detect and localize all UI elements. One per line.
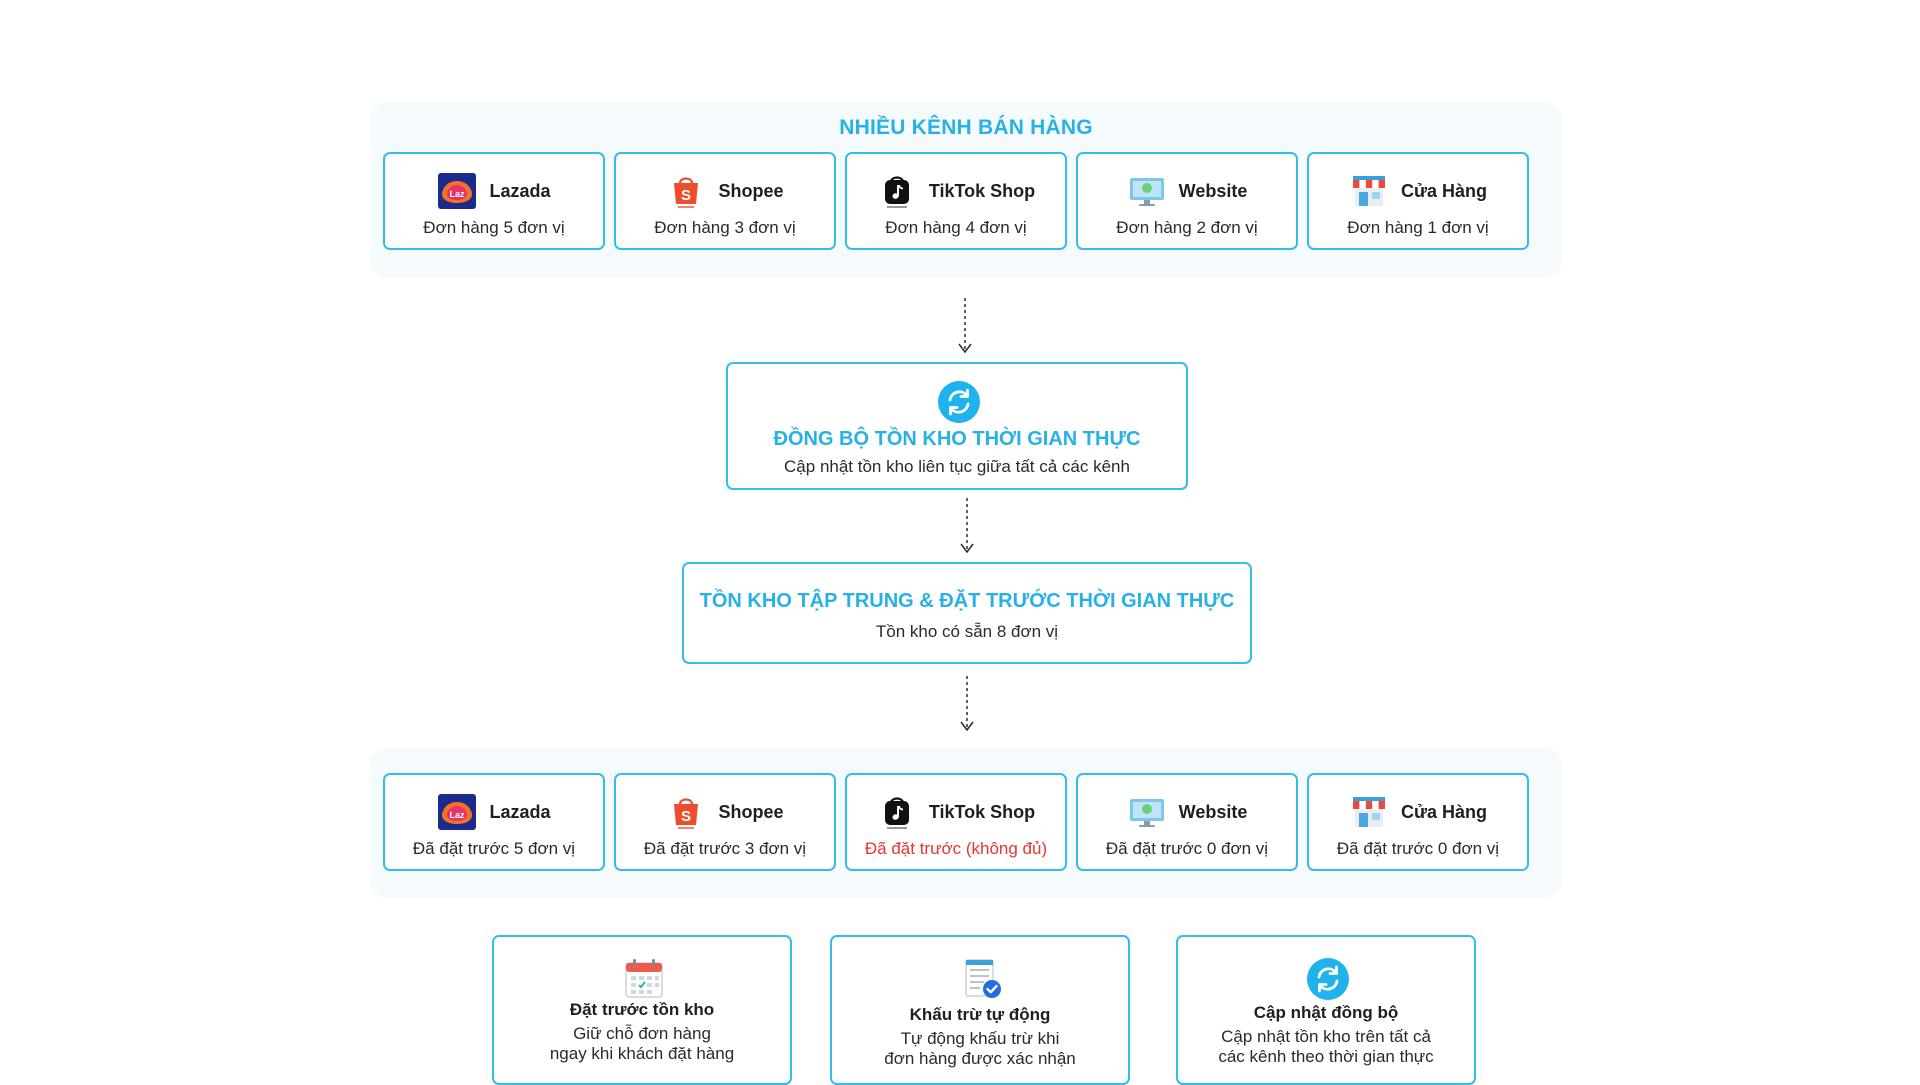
channel-name: Lazada: [489, 801, 551, 822]
feature-title: Cập nhật đồng bộ: [1253, 1003, 1399, 1022]
flow-arrow-down: [957, 676, 977, 736]
channel-card-shopee: Shopee Đã đặt trước 3 đơn vị: [614, 773, 836, 871]
calendar-icon: [622, 957, 666, 1001]
channel-reservation: Đã đặt trước 5 đơn vị: [412, 839, 576, 858]
checklist-icon: [960, 957, 1004, 1001]
channel-card-website: Website Đơn hàng 2 đơn vị: [1076, 152, 1298, 250]
channel-name: Website: [1178, 801, 1248, 822]
storefront-icon: [1349, 172, 1389, 210]
channel-name: Shopee: [718, 801, 784, 822]
channel-card-tiktok-shop: TikTok Shop Đơn hàng 4 đơn vị: [845, 152, 1067, 250]
flow-arrow-down: [957, 498, 977, 558]
shopee-logo-icon: [666, 172, 706, 210]
channel-card-store: Cửa Hàng Đơn hàng 1 đơn vị: [1307, 152, 1529, 250]
central-title: TỒN KHO TẬP TRUNG & ĐẶT TRƯỚC THỜI GIAN …: [699, 590, 1235, 612]
feature-auto-deduction: Khấu trừ tự động Tự động khấu trừ khi đơ…: [830, 935, 1130, 1085]
sync-title: ĐỒNG BỘ TỒN KHO THỜI GIAN THỰC: [773, 428, 1141, 450]
feature-inventory-reservation: Đặt trước tồn kho Giữ chỗ đơn hàng ngay …: [492, 935, 792, 1085]
sales-channels-panel: NHIỀU KÊNH BÁN HÀNG Lazada Đơn hàng 5 đơ…: [370, 102, 1562, 278]
realtime-sync-box: ĐỒNG BỘ TỒN KHO THỜI GIAN THỰC Cập nhật …: [726, 362, 1188, 490]
feature-title: Khấu trừ tự động: [909, 1005, 1051, 1024]
channel-row: Lazada Đơn hàng 5 đơn vị Shopee Đơn hàng…: [383, 152, 1529, 250]
channel-card-shopee: Shopee Đơn hàng 3 đơn vị: [614, 152, 836, 250]
channel-card-lazada: Lazada Đơn hàng 5 đơn vị: [383, 152, 605, 250]
reservations-panel: Lazada Đã đặt trước 5 đơn vị Shopee Đã đ…: [370, 748, 1562, 898]
channel-orders: Đơn hàng 1 đơn vị: [1347, 218, 1489, 237]
flow-arrow-down: [955, 298, 975, 358]
channel-name: Cửa Hàng: [1400, 180, 1488, 201]
feature-description: Giữ chỗ đơn hàng ngay khi khách đặt hàng: [549, 1024, 735, 1063]
channel-name: Lazada: [489, 180, 551, 201]
channel-name: TikTok Shop: [928, 801, 1036, 822]
channel-name: Shopee: [718, 180, 784, 201]
central-subtitle: Tồn kho có sẵn 8 đơn vị: [875, 622, 1059, 641]
feature-sync-update: Cập nhật đồng bộ Cập nhật tồn kho trên t…: [1176, 935, 1476, 1085]
tiktok-logo-icon: [877, 172, 917, 210]
channel-card-store: Cửa Hàng Đã đặt trước 0 đơn vị: [1307, 773, 1529, 871]
channel-reservation: Đã đặt trước 3 đơn vị: [643, 839, 807, 858]
channel-card-website: Website Đã đặt trước 0 đơn vị: [1076, 773, 1298, 871]
channel-orders: Đơn hàng 3 đơn vị: [654, 218, 796, 237]
sync-subtitle: Cập nhật tồn kho liên tục giữa tất cả cá…: [784, 457, 1130, 476]
feature-title: Đặt trước tồn kho: [569, 1000, 715, 1019]
central-inventory-box: TỒN KHO TẬP TRUNG & ĐẶT TRƯỚC THỜI GIAN …: [682, 562, 1252, 664]
channel-reservation: Đã đặt trước 0 đơn vị: [1105, 839, 1269, 858]
shopee-logo-icon: [666, 793, 706, 831]
monitor-icon: [1127, 793, 1167, 831]
channel-reservation: Đã đặt trước 0 đơn vị: [1336, 839, 1500, 858]
lazada-logo-icon: [437, 793, 477, 831]
refresh-icon: [1306, 957, 1350, 1001]
refresh-icon: [937, 380, 981, 424]
lazada-logo-icon: [437, 172, 477, 210]
channel-row: Lazada Đã đặt trước 5 đơn vị Shopee Đã đ…: [383, 773, 1529, 871]
panel-title: NHIỀU KÊNH BÁN HÀNG: [839, 116, 1093, 139]
channel-orders: Đơn hàng 2 đơn vị: [1116, 218, 1258, 237]
feature-description: Tự động khấu trừ khi đơn hàng được xác n…: [884, 1029, 1076, 1068]
tiktok-logo-icon: [877, 793, 917, 831]
channel-name: Cửa Hàng: [1400, 801, 1488, 822]
channel-reservation-insufficient: Đã đặt trước (không đủ): [864, 839, 1048, 858]
channel-card-lazada: Lazada Đã đặt trước 5 đơn vị: [383, 773, 605, 871]
channel-orders: Đơn hàng 5 đơn vị: [423, 218, 565, 237]
channel-name: Website: [1178, 180, 1248, 201]
feature-description: Cập nhật tồn kho trên tất cả các kênh th…: [1218, 1027, 1434, 1066]
channel-card-tiktok-shop: TikTok Shop Đã đặt trước (không đủ): [845, 773, 1067, 871]
monitor-icon: [1127, 172, 1167, 210]
channel-name: TikTok Shop: [928, 180, 1036, 201]
storefront-icon: [1349, 793, 1389, 831]
channel-orders: Đơn hàng 4 đơn vị: [885, 218, 1027, 237]
